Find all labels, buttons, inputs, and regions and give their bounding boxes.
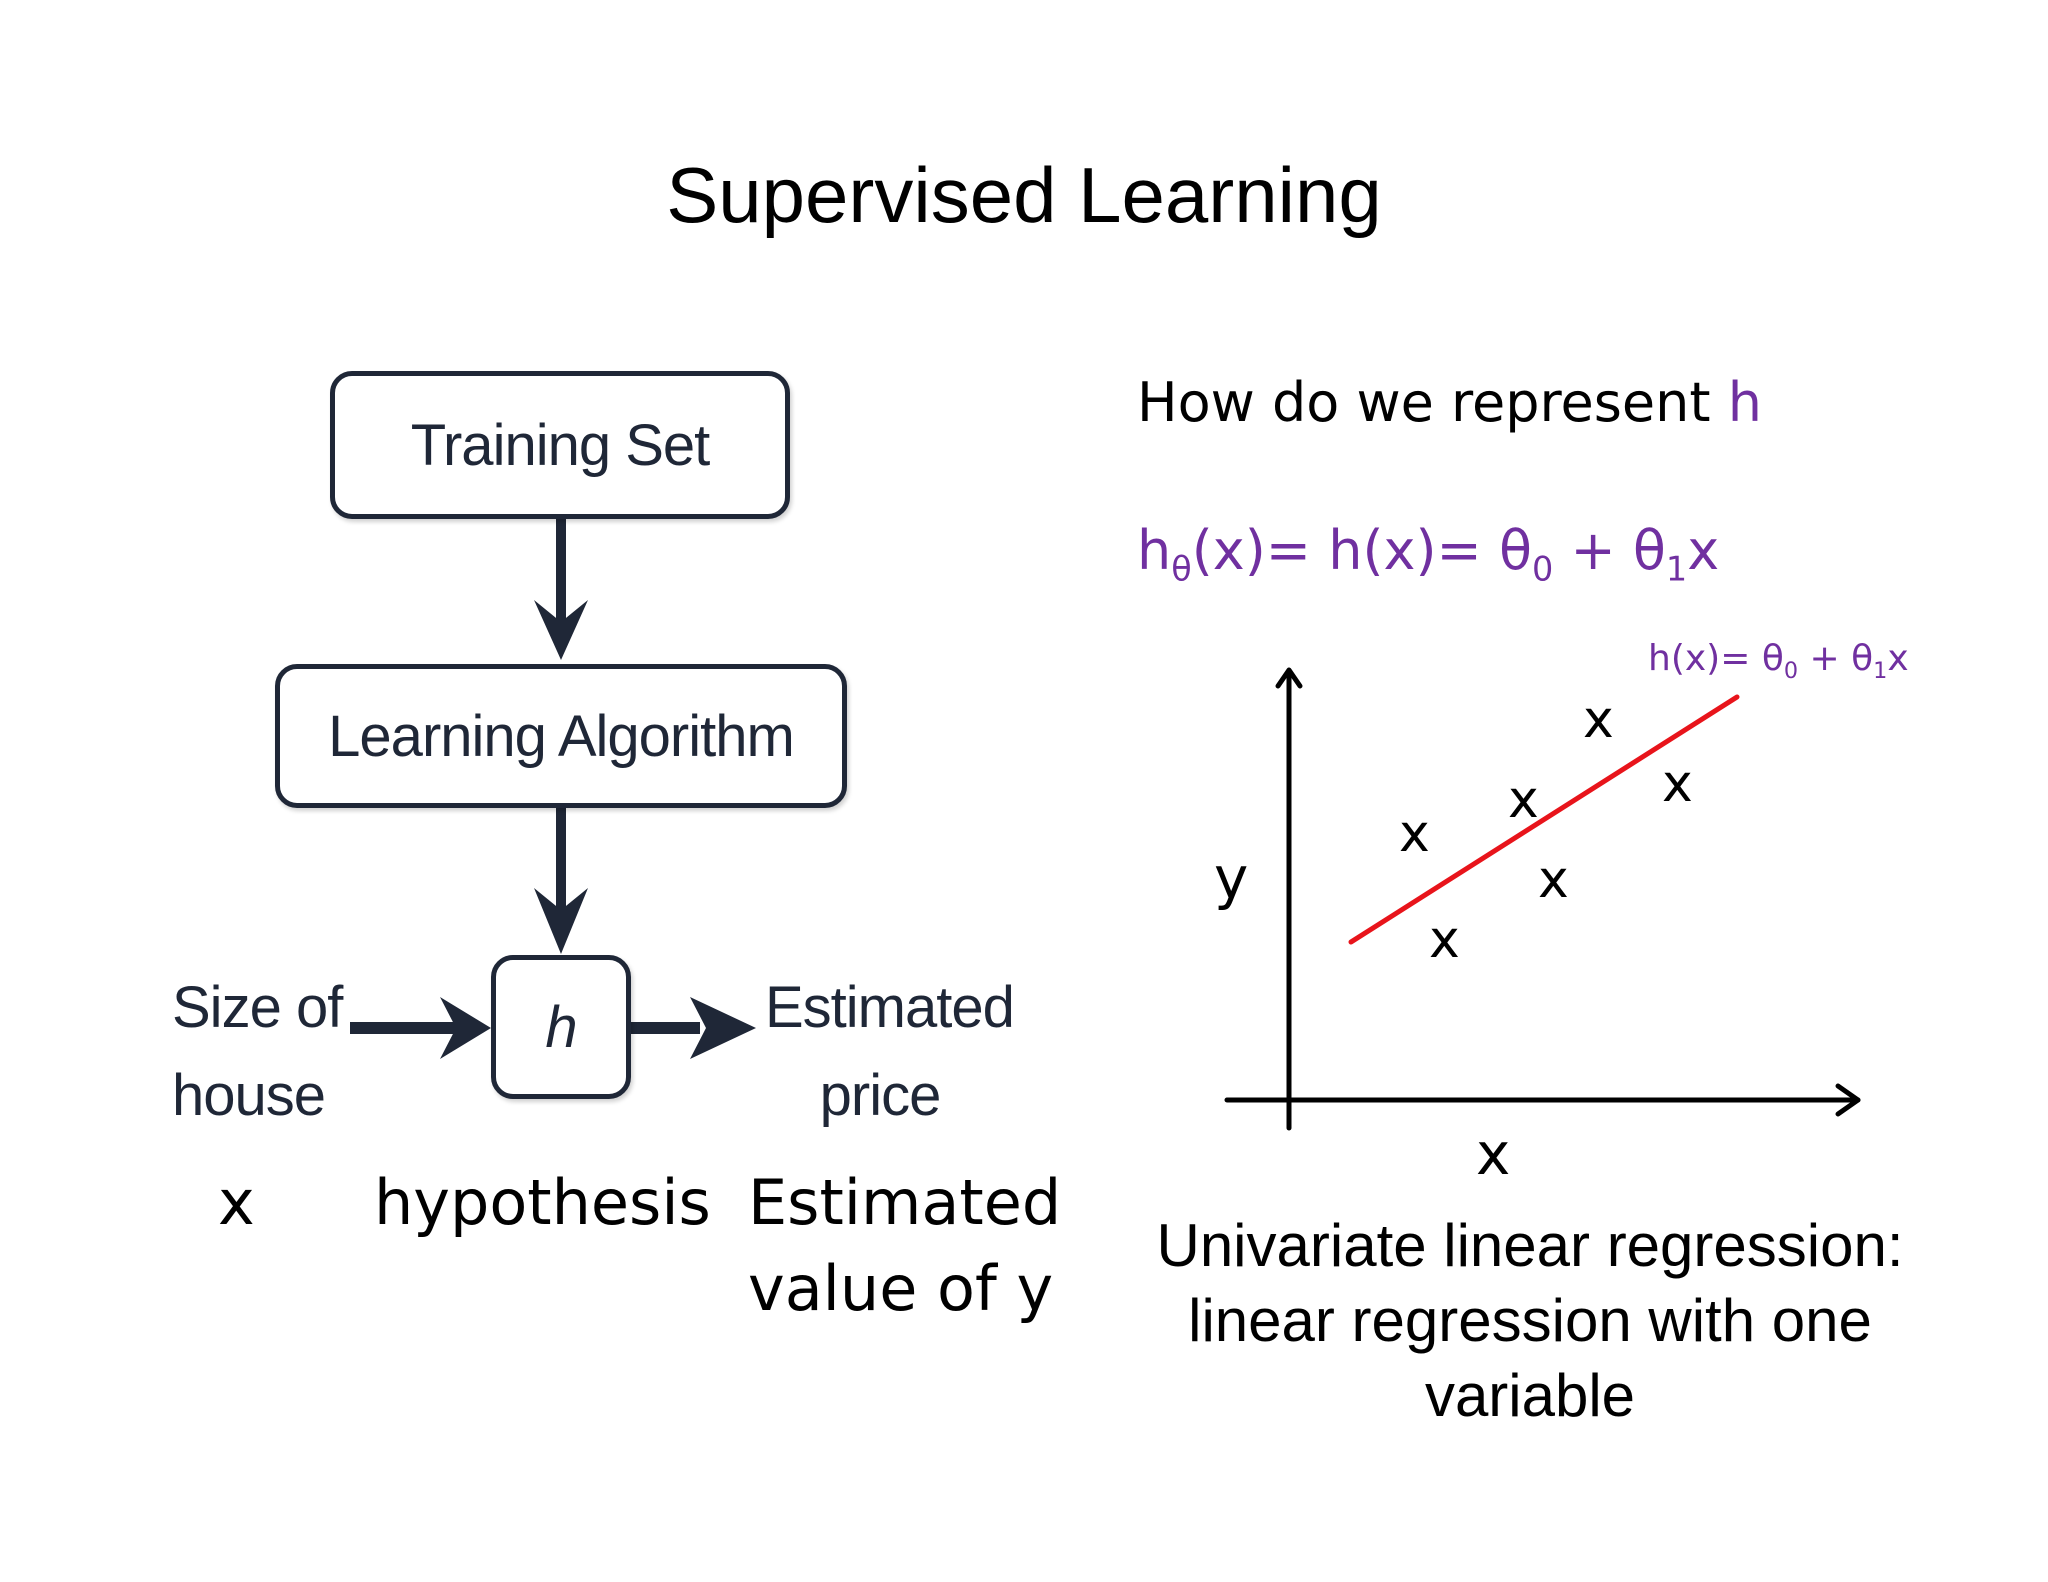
arrow-shaft-3 (350, 1022, 460, 1034)
arrow-head-1 (534, 600, 588, 660)
formula-h-sub: θ (1171, 549, 1192, 589)
hypothesis-box: h (491, 955, 631, 1099)
output-label: Estimated price (765, 964, 1015, 1140)
formula-part1: (x)= h(x)= θ (1191, 519, 1532, 582)
hypothesis-formula: hθ(x)= h(x)= θ0 + θ1x (1137, 516, 1719, 586)
arrow-shaft-2 (556, 806, 566, 924)
line-label-sub0: 0 (1783, 657, 1799, 684)
y-axis-label: y (1214, 844, 1249, 912)
slide-title: Supervised Learning (666, 151, 1382, 239)
formula-part2: + θ (1553, 519, 1666, 582)
caption-hypothesis: hypothesis (374, 1166, 711, 1239)
input-label-line1: Size of (172, 975, 343, 1040)
representation-question: How do we represent h (1137, 368, 1762, 438)
line-label-sub1: 1 (1873, 657, 1888, 684)
arrow-shaft-4 (630, 1022, 700, 1034)
data-point: x (1429, 910, 1460, 970)
question-h: h (1727, 371, 1762, 434)
data-point: x (1662, 754, 1693, 814)
data-point: x (1538, 850, 1569, 910)
x-axis-label: x (1476, 1120, 1511, 1188)
description-line2: linear regression with one (1188, 1287, 1872, 1354)
x-axis-arrowhead (1835, 1083, 1861, 1117)
caption-estimated: Estimated value of y (748, 1160, 1061, 1332)
arrow-head-2 (534, 888, 588, 954)
regression-line-label: h(x)= θ0 + θ1x (1648, 637, 1909, 684)
output-label-line1: Estimated (765, 975, 1015, 1040)
formula-h: h (1137, 519, 1172, 582)
training-set-label: Training Set (410, 412, 711, 478)
formula-sub1: 1 (1665, 549, 1688, 589)
training-set-box: Training Set (330, 371, 790, 519)
formula-part3: x (1687, 519, 1720, 582)
arrow-shaft-1 (556, 518, 566, 638)
arrow-head-3 (440, 997, 491, 1059)
question-text: How do we represent (1137, 371, 1728, 434)
formula-sub0: 0 (1532, 549, 1554, 589)
y-axis-arrowhead (1275, 667, 1303, 689)
regression-line (1348, 694, 1740, 945)
output-label-line2: price (819, 1063, 942, 1128)
caption-estimated-line1: Estimated (748, 1166, 1062, 1239)
data-point: x (1583, 690, 1614, 750)
learning-algorithm-label: Learning Algorithm (328, 703, 795, 769)
caption-estimated-line2: value of y (748, 1252, 1054, 1325)
data-point: x (1508, 770, 1539, 830)
hypothesis-box-label: h (545, 994, 577, 1060)
input-label: Size of house (172, 964, 343, 1140)
line-label-part1: h(x)= θ (1648, 638, 1784, 679)
description-line1: Univariate linear regression: (1156, 1212, 1904, 1279)
input-label-line2: house (172, 1063, 326, 1128)
line-label-part3: x (1887, 638, 1909, 679)
data-point: x (1399, 804, 1430, 864)
regression-description: Univariate linear regression: linear reg… (1115, 1208, 1945, 1433)
learning-algorithm-box: Learning Algorithm (275, 664, 847, 808)
arrow-head-4 (690, 997, 756, 1059)
line-label-part2: + θ (1798, 638, 1874, 679)
caption-x: x (218, 1166, 255, 1239)
description-line3: variable (1424, 1362, 1636, 1429)
